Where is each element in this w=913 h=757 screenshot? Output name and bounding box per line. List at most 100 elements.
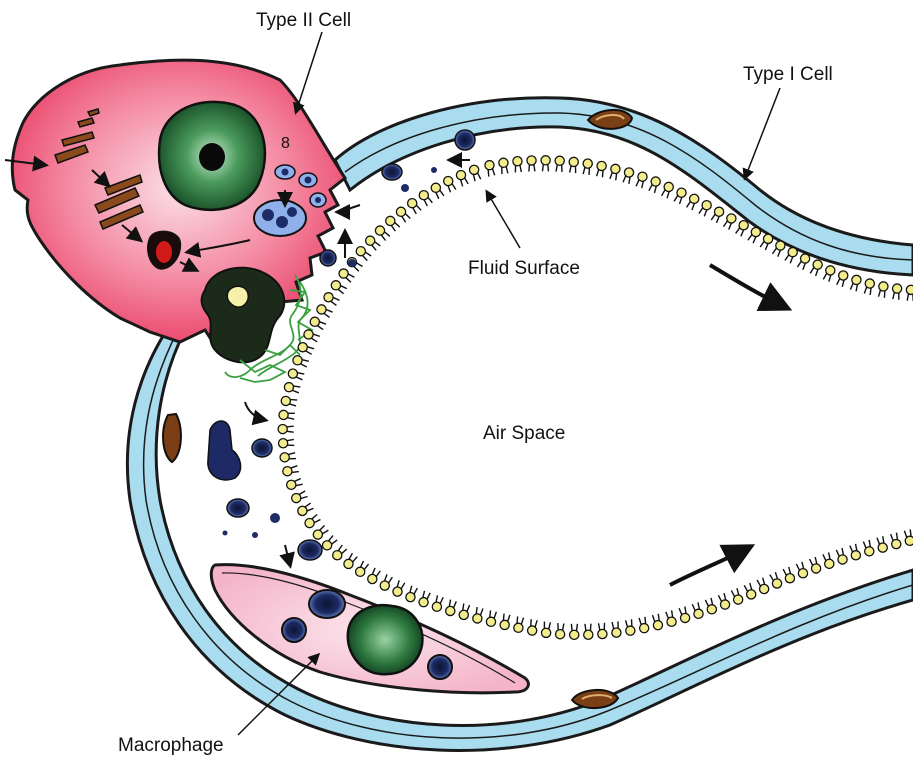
surfactant-head bbox=[485, 161, 494, 170]
surfactant-head bbox=[333, 551, 342, 560]
surfactant-head bbox=[366, 236, 375, 245]
surfactant-head bbox=[640, 624, 649, 633]
surfactant-head bbox=[283, 467, 292, 476]
surfactant-head bbox=[612, 628, 621, 637]
wall-nucleus-left bbox=[163, 414, 181, 462]
surfactant-head bbox=[760, 584, 769, 593]
surfactant-head bbox=[432, 602, 441, 611]
surfactant-head bbox=[826, 266, 835, 275]
surfactant-head bbox=[727, 214, 736, 223]
surfactant-head bbox=[470, 165, 479, 174]
surfactant-head bbox=[486, 617, 495, 626]
surfactant-head bbox=[313, 530, 322, 539]
surfactant-head bbox=[281, 396, 290, 405]
surfactant-head bbox=[651, 177, 660, 186]
surfactant-head bbox=[344, 559, 353, 568]
surfactant-head bbox=[284, 383, 293, 392]
surfactant-head bbox=[541, 156, 550, 165]
surfactant-head bbox=[680, 613, 689, 622]
surfactant-head bbox=[878, 543, 887, 552]
surfactant-head bbox=[839, 271, 848, 280]
surfactant-head bbox=[751, 227, 760, 236]
surfactant-head bbox=[598, 629, 607, 638]
surfactant-head bbox=[310, 317, 319, 326]
surfactant-head bbox=[624, 168, 633, 177]
label-macrophage: Macrophage bbox=[118, 735, 224, 756]
surfactant-head bbox=[408, 199, 417, 208]
surfactant-head bbox=[292, 493, 301, 502]
label-air-space: Air Space bbox=[483, 423, 565, 444]
surfactant-head bbox=[555, 156, 564, 165]
surfactant-head bbox=[317, 305, 326, 314]
surfactant-head bbox=[813, 260, 822, 269]
label-type-i-cell: Type I Cell bbox=[743, 64, 833, 85]
surfactant-head bbox=[597, 161, 606, 170]
surfactant-head bbox=[298, 506, 307, 515]
surfactant-head bbox=[664, 182, 673, 191]
surfactant-head bbox=[739, 221, 748, 230]
surfactant-head bbox=[446, 606, 455, 615]
surfactant-head bbox=[499, 158, 508, 167]
surfactant-head bbox=[811, 564, 820, 573]
surfactant-head bbox=[677, 188, 686, 197]
surfactant-head bbox=[788, 248, 797, 257]
flow-arrows bbox=[670, 265, 785, 585]
type-ii-cell: 8 bbox=[12, 60, 345, 362]
surfactant-head bbox=[734, 595, 743, 604]
surfactant-head bbox=[694, 609, 703, 618]
surfactant-head bbox=[879, 282, 888, 291]
surfactant-head bbox=[541, 628, 550, 637]
surfactant-head bbox=[584, 630, 593, 639]
surfactant-head bbox=[569, 157, 578, 166]
surfactant-head bbox=[406, 593, 415, 602]
surfactant-head bbox=[356, 567, 365, 576]
surfactant-head bbox=[611, 164, 620, 173]
surfactant-head bbox=[556, 630, 565, 639]
surfactant-head bbox=[288, 369, 297, 378]
surfactant-head bbox=[280, 453, 289, 462]
surfactant-head bbox=[638, 172, 647, 181]
surfactant-head bbox=[852, 275, 861, 284]
surfactant-head bbox=[305, 518, 314, 527]
surfactant-head bbox=[747, 590, 756, 599]
surfactant-head bbox=[473, 614, 482, 623]
type-ii-nucleus bbox=[159, 102, 265, 210]
surfactant-head bbox=[763, 234, 772, 243]
surfactant-head bbox=[690, 194, 699, 203]
svg-text:8: 8 bbox=[281, 135, 290, 152]
surfactant-head bbox=[293, 356, 302, 365]
wall-nucleus-bottom bbox=[572, 690, 618, 708]
surfactant-head bbox=[368, 574, 377, 583]
surfactant-head bbox=[626, 626, 635, 635]
surfactant-head bbox=[667, 617, 676, 626]
surfactant-head bbox=[906, 285, 913, 294]
surfactant-head bbox=[356, 247, 365, 256]
label-type-ii-cell: Type II Cell bbox=[256, 10, 351, 31]
surfactant-head bbox=[339, 269, 348, 278]
surfactant-head bbox=[323, 541, 332, 550]
surfactant-head bbox=[714, 207, 723, 216]
surfactant-head bbox=[851, 551, 860, 560]
surfactant-head bbox=[702, 201, 711, 210]
surfactant-head bbox=[279, 410, 288, 419]
surfactant-head bbox=[825, 559, 834, 568]
surfactant-head bbox=[514, 623, 523, 632]
surfactant-head bbox=[776, 241, 785, 250]
surfactant-head bbox=[459, 610, 468, 619]
surfactant-head bbox=[801, 254, 810, 263]
surfactant-head bbox=[444, 176, 453, 185]
surfactant-head bbox=[500, 620, 509, 629]
surfactant-head bbox=[838, 555, 847, 564]
surfactant-head bbox=[527, 156, 536, 165]
surfactant-head bbox=[278, 424, 287, 433]
surfactant-head bbox=[419, 598, 428, 607]
surfactant-head bbox=[772, 579, 781, 588]
surfactant-head bbox=[892, 540, 901, 549]
surfactant-head bbox=[905, 536, 913, 545]
surfactant-head bbox=[570, 630, 579, 639]
surfactant-head bbox=[653, 621, 662, 630]
surfactant-head bbox=[386, 216, 395, 225]
surfactant-head bbox=[324, 293, 333, 302]
surfactant-head bbox=[456, 170, 465, 179]
